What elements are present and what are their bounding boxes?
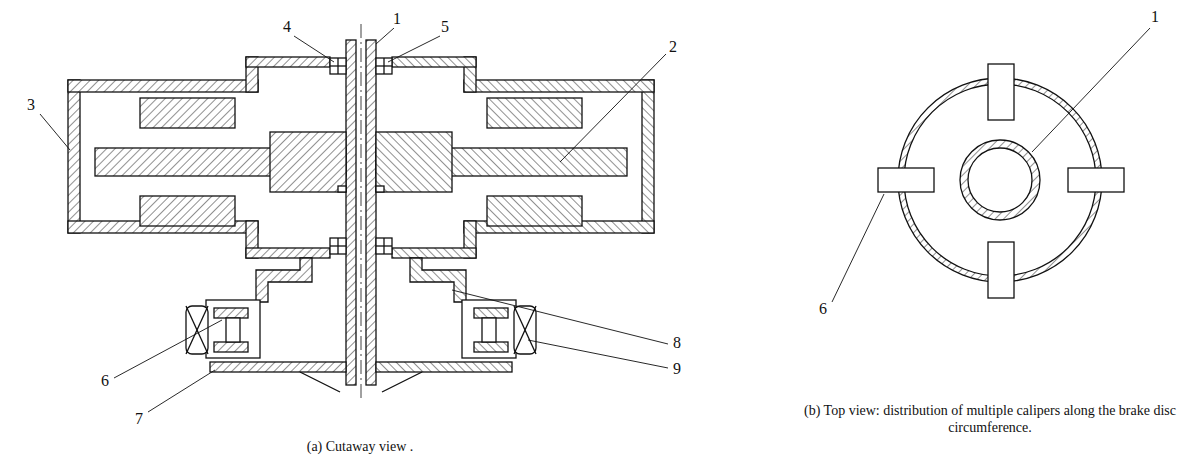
callout-number: 4 [282,18,292,36]
callout-number: 6 [100,372,110,390]
callout-number: 2 [668,38,678,56]
callout-number: 8 [672,334,682,352]
callout-number: 1 [392,10,402,28]
top-view [832,28,1150,302]
callout-number: 5 [440,18,450,36]
callout-number: 7 [134,410,144,428]
callout-number: 1 [1150,8,1160,26]
callout-number: 9 [672,360,682,378]
figure-caption: (a) Cutaway view . [210,438,510,455]
callout-number: 6 [818,300,828,318]
figure-caption: (b) Top view: distribution of multiple c… [790,402,1190,436]
cutaway-view [40,24,668,412]
callout-number: 3 [26,96,36,114]
